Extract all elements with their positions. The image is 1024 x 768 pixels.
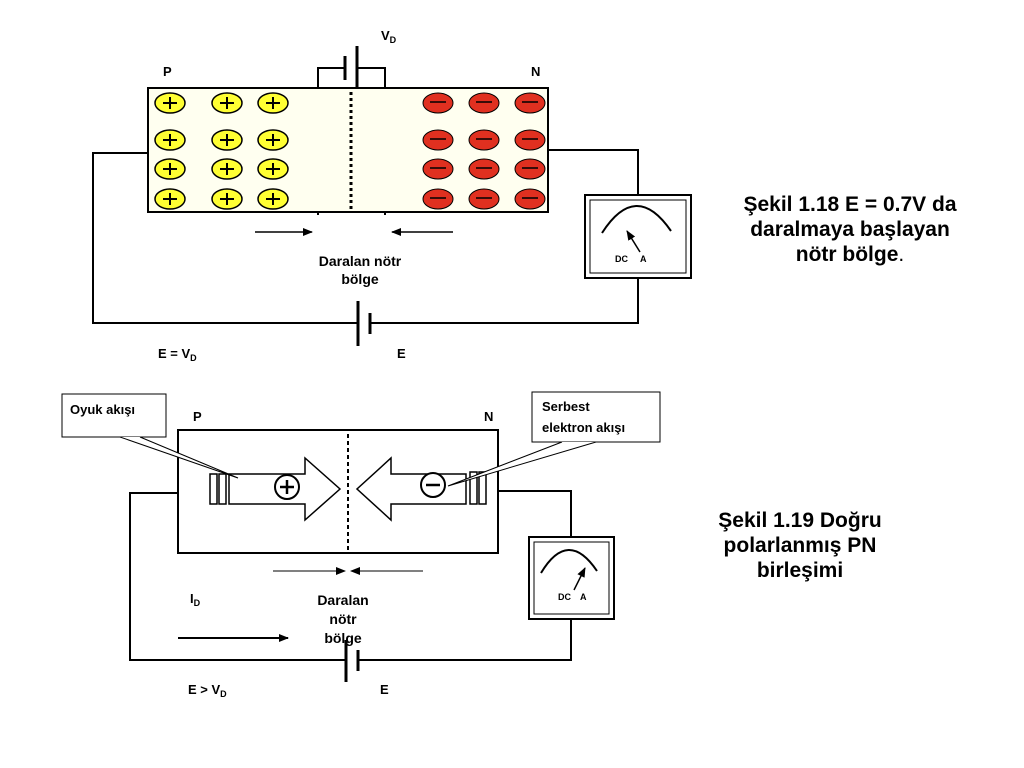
zone-label-2-line1: Daralan [317, 592, 368, 608]
hole-carrier [257, 92, 289, 114]
zone-label-2-line3: bölge [324, 630, 362, 646]
meter-needle-2 [573, 567, 586, 591]
caption-1-19-line2: polarlanmış PN [723, 534, 877, 557]
region-p-label-2: P [193, 409, 202, 424]
dc-ammeter-2: DC A [528, 536, 615, 620]
electron-carrier [514, 92, 546, 114]
electron-carrier [422, 158, 454, 180]
region-p-label: P [163, 64, 172, 79]
hole-carrier [154, 188, 186, 210]
meter-scale-arc-2 [540, 549, 598, 574]
vd-label: VD [381, 28, 397, 45]
meter-scale-arc [601, 205, 672, 234]
hole-flow-callout: Oyuk akışı [61, 393, 239, 479]
hole-carrier [154, 129, 186, 151]
dc-ammeter: DC A [584, 194, 692, 279]
e-equals-vd-label: E = VD [158, 346, 197, 363]
hole-carrier [154, 158, 186, 180]
electron-flow-callout: Serbest elektron akışı [447, 391, 661, 487]
hole-carrier [211, 188, 243, 210]
caption-figure-1-18: Şekil 1.18 E = 0.7V da daralmaya başlaya… [700, 192, 1000, 267]
svg-text:elektron akışı: elektron akışı [542, 420, 625, 435]
circuit-wire-right [548, 149, 639, 195]
hole-carrier [257, 158, 289, 180]
hole-carrier [257, 188, 289, 210]
circuit-wire-bottom-right-2 [358, 619, 572, 661]
electron-carrier [514, 129, 546, 151]
caption-1-18-line3: nötr bölge. [795, 243, 905, 266]
caption-1-19-line3: birleşimi [756, 559, 844, 582]
caption-1-18-line2: daralmaya başlayan [750, 218, 950, 241]
electron-carrier [422, 188, 454, 210]
figure-1-18: VD P N Daralan nötr bölge E = VD E [92, 28, 692, 363]
region-n-label-2: N [484, 409, 493, 424]
e-label: E [397, 346, 406, 361]
electron-carrier [514, 158, 546, 180]
electron-carrier [468, 158, 500, 180]
circuit-wire-left [92, 152, 358, 324]
circuit-wire-right-2 [498, 490, 572, 537]
region-n-label: N [531, 64, 540, 79]
hole-carrier [154, 92, 186, 114]
zone-label-line2: bölge [341, 271, 379, 287]
svg-text:Oyuk akışı: Oyuk akışı [70, 402, 135, 417]
circuit-wire-bottom-right [370, 278, 639, 324]
zone-label-2-line2: nötr [329, 611, 357, 627]
electron-carriers [422, 92, 546, 210]
electron-flow-arrow [355, 456, 487, 522]
electron-carrier [468, 129, 500, 151]
hole-carrier [257, 129, 289, 151]
meter-needle [626, 230, 641, 253]
electron-carrier [468, 188, 500, 210]
electron-carrier [514, 188, 546, 210]
caption-1-18-line1: Şekil 1.18 E = 0.7V da [743, 193, 957, 216]
meter-dc-label: DC [615, 254, 628, 264]
current-label: ID [190, 591, 201, 608]
hole-carrier [211, 158, 243, 180]
electron-carrier [422, 92, 454, 114]
electron-carrier [422, 129, 454, 151]
hole-carrier [211, 92, 243, 114]
svg-text:Serbest: Serbest [542, 399, 590, 414]
battery-e-2 [344, 640, 360, 682]
meter-a-label: A [640, 254, 647, 264]
electron-carrier [468, 92, 500, 114]
meter-dc-label-2: DC [558, 592, 571, 602]
battery-e [356, 301, 372, 346]
e-greater-vd-label: E > VD [188, 682, 227, 699]
caption-figure-1-19: Şekil 1.19 Doğru polarlanmış PN birleşim… [670, 508, 930, 583]
e-label-2: E [380, 682, 389, 697]
zone-label-line1: Daralan nötr [319, 253, 402, 269]
caption-1-19-line1: Şekil 1.19 Doğru [718, 509, 882, 532]
figure-1-19: P N Oyuk akışı Serbest [61, 391, 661, 699]
hole-flow-arrow [209, 456, 342, 522]
hole-carriers [154, 92, 289, 210]
hole-carrier [211, 129, 243, 151]
circuit-wire-left-2 [129, 492, 346, 661]
meter-a-label-2: A [580, 592, 587, 602]
